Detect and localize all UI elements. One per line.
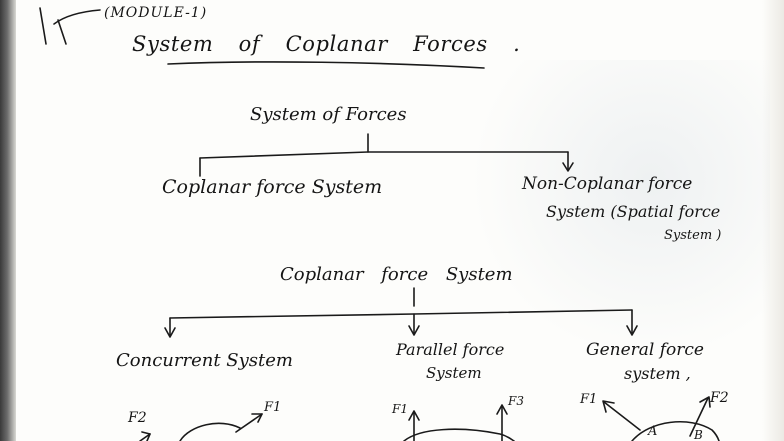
- arrowhead-icon: [626, 325, 638, 336]
- arrowhead-icon: [408, 410, 420, 421]
- force-arrow-f2: [139, 433, 151, 441]
- tree2-left-label: Concurrent System: [116, 350, 293, 371]
- module-label: (MODULE-1): [104, 5, 208, 21]
- page-title: System of Coplanar Forces .: [132, 32, 521, 56]
- label-f3: F3: [508, 394, 524, 408]
- arrowhead-icon: [251, 413, 263, 423]
- tree2-right-label-line1: General force: [586, 340, 704, 360]
- concurrent-body-outline: [179, 422, 241, 441]
- tree2-right-label-line2: system ,: [624, 364, 691, 383]
- page-edge-shade: [762, 0, 784, 441]
- tree1-root-label: System of Forces: [250, 104, 407, 125]
- label-f1: F1: [392, 402, 408, 416]
- general-body-outline: [631, 420, 720, 441]
- force-arrow-f1: [603, 401, 641, 431]
- label-f2: F2: [128, 410, 147, 426]
- arrowhead-icon: [164, 327, 176, 338]
- margin-stroke: [39, 7, 47, 45]
- margin-stroke: [53, 9, 101, 25]
- arrowhead-icon: [496, 404, 508, 415]
- tree1-right-label-line3: System ): [664, 228, 722, 243]
- arrowhead-icon: [602, 400, 615, 413]
- arrowhead-icon: [699, 396, 711, 408]
- tree1-branch: [199, 151, 569, 159]
- tree1-left-label: Coplanar force System: [162, 176, 383, 198]
- tree2-middle-label-line1: Parallel force: [396, 340, 505, 359]
- arrowhead-icon: [141, 431, 151, 441]
- arrowhead-icon: [408, 325, 420, 336]
- tree1-right-label-line2: System (Spatial force: [546, 202, 721, 221]
- point-label-a: A: [648, 424, 658, 439]
- label-f2: F2: [710, 390, 729, 406]
- parallel-body-outline: [403, 428, 515, 441]
- label-f1: F1: [264, 400, 282, 415]
- page-binding-shadow: [0, 0, 16, 441]
- label-f1: F1: [580, 392, 598, 407]
- tree1-right-label-line1: Non-Coplanar force: [522, 174, 693, 194]
- arrowhead-icon: [562, 162, 574, 172]
- tree2-branch: [169, 309, 633, 319]
- force-arrow-f1: [235, 413, 263, 433]
- tree2-middle-label-line2: System: [426, 364, 482, 382]
- point-label-b: B: [694, 428, 703, 441]
- margin-stroke: [57, 19, 67, 45]
- tree2-root-label: Coplanar force System: [280, 264, 513, 285]
- force-arrow-f2: [689, 397, 709, 437]
- title-underline: [167, 61, 485, 69]
